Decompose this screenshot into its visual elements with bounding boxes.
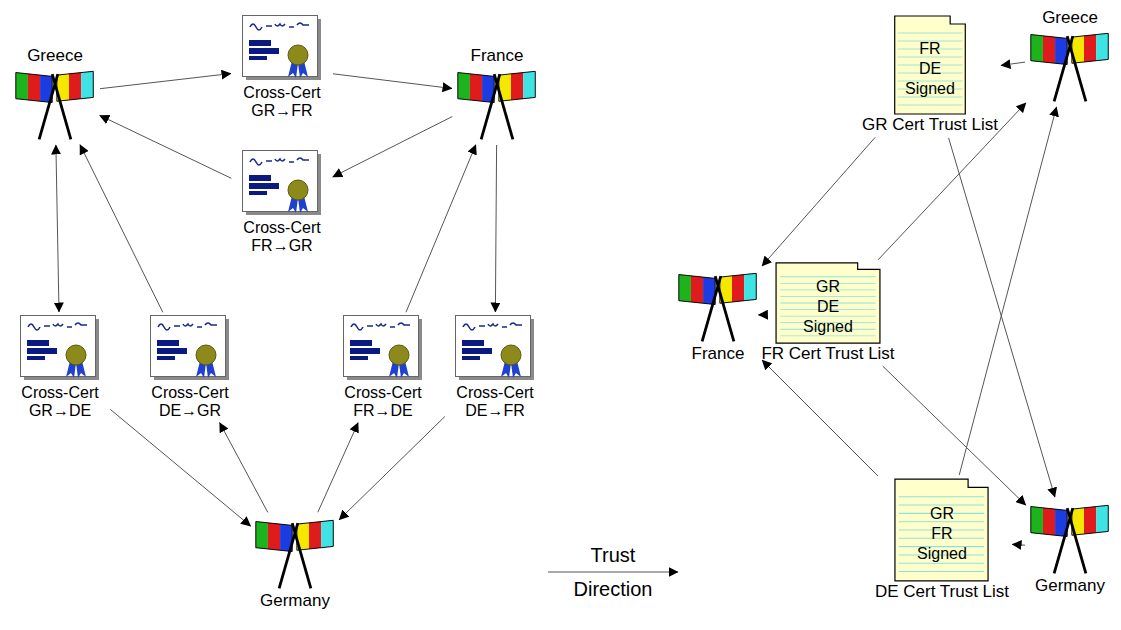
trust-list-node: FR DE Signed GR Cert Trust List	[862, 15, 998, 135]
trust-arrow	[333, 74, 452, 89]
trust-arrow	[495, 145, 496, 312]
document-outline-shape	[895, 479, 988, 581]
certificate-icon-shape	[21, 316, 100, 381]
trust-list-label: DE Cert Trust List	[875, 582, 1009, 602]
flag-icon-shape	[16, 71, 93, 139]
country-name: Germany	[1035, 576, 1105, 596]
flag-icon	[253, 515, 337, 591]
flag-icon-shape	[1031, 33, 1108, 101]
cross-cert-node: Cross-Cert GR→DE	[12, 315, 108, 420]
cross-cert-node: Cross-Cert DE→FR	[447, 315, 543, 420]
cert-label: Cross-Cert GR→FR	[234, 84, 330, 120]
trust-list-label: FR Cert Trust List	[761, 344, 894, 364]
certificate-icon	[242, 15, 322, 81]
trust-arrow	[406, 145, 476, 312]
country-node: Greece	[1028, 8, 1112, 104]
cert-label: Cross-Cert DE→GR	[142, 384, 238, 420]
trust-arrow	[1012, 544, 1025, 546]
trust-arrow	[318, 423, 358, 513]
trust-arrow	[339, 417, 445, 520]
document-outline-shape	[895, 16, 966, 114]
trust-arrow	[100, 74, 231, 89]
cert-label: Cross-Cert GR→DE	[12, 384, 108, 420]
cert-label: Cross-Cert FR→DE	[335, 384, 431, 420]
trust-list-document: GR FR Signed	[894, 478, 989, 582]
country-name: Greece	[27, 46, 83, 66]
country-node: France	[455, 46, 539, 142]
legend-arrow	[548, 572, 678, 573]
cert-label: Cross-Cert DE→FR	[447, 384, 543, 420]
trust-arrow	[762, 137, 875, 266]
country-node: Germany	[1028, 500, 1112, 596]
flag-icon-shape	[1031, 505, 1108, 573]
certificate-icon	[242, 150, 322, 216]
certificate-icon-shape	[151, 316, 230, 381]
trust-arrow	[56, 145, 59, 312]
flag-icon	[455, 66, 539, 142]
flag-icon-shape	[458, 71, 535, 139]
document-content: FR DE Signed	[894, 39, 966, 99]
trust-arrow	[220, 423, 268, 513]
certificate-icon	[455, 315, 535, 381]
flag-icon	[1028, 28, 1112, 104]
flag-icon	[676, 268, 760, 344]
trust-list-node: GR DE Signed FR Cert Trust List	[761, 262, 894, 364]
certificate-icon-shape	[456, 316, 535, 381]
country-name: France	[692, 344, 745, 364]
trust-arrow	[100, 115, 232, 178]
trust-arrow	[959, 107, 1056, 475]
trust-arrow	[1001, 62, 1025, 65]
certificate-icon-shape	[243, 16, 322, 81]
trust-list-document: FR DE Signed	[894, 15, 966, 115]
certificate-icon	[150, 315, 230, 381]
trust-arrow	[949, 138, 1055, 497]
trust-arrow	[80, 145, 163, 313]
document-content: GR FR Signed	[894, 504, 989, 564]
document-content: GR DE Signed	[775, 277, 881, 337]
certificate-icon	[20, 315, 100, 381]
country-node: Greece	[13, 46, 97, 142]
trust-list-node: GR FR Signed DE Cert Trust List	[875, 478, 1009, 602]
legend-text: Trust Direction	[548, 538, 678, 606]
flag-icon	[1028, 500, 1112, 576]
cross-cert-node: Cross-Cert GR→FR	[234, 15, 330, 120]
cross-cert-node: Cross-Cert DE→GR	[142, 315, 238, 420]
flag-icon	[13, 66, 97, 142]
certificate-icon-shape	[243, 151, 322, 216]
country-name: Greece	[1042, 8, 1098, 28]
country-name: France	[471, 46, 524, 66]
trust-list-label: GR Cert Trust List	[862, 115, 998, 135]
trust-arrow	[110, 409, 250, 526]
certificate-icon-shape	[344, 316, 423, 381]
trust-list-document: GR DE Signed	[775, 262, 881, 344]
cert-label: Cross-Cert FR→GR	[234, 219, 330, 255]
certificate-icon	[343, 315, 423, 381]
flag-icon-shape	[256, 520, 333, 588]
cross-cert-node: Cross-Cert FR→DE	[335, 315, 431, 420]
trust-arrow	[333, 117, 453, 177]
trust-arrow	[762, 360, 878, 476]
country-node: France	[676, 268, 760, 364]
trust-arrow	[758, 314, 763, 315]
country-node: Germany	[253, 515, 337, 611]
flag-icon-shape	[679, 273, 756, 341]
country-name: Germany	[260, 591, 330, 611]
cross-cert-node: Cross-Cert FR→GR	[234, 150, 330, 255]
